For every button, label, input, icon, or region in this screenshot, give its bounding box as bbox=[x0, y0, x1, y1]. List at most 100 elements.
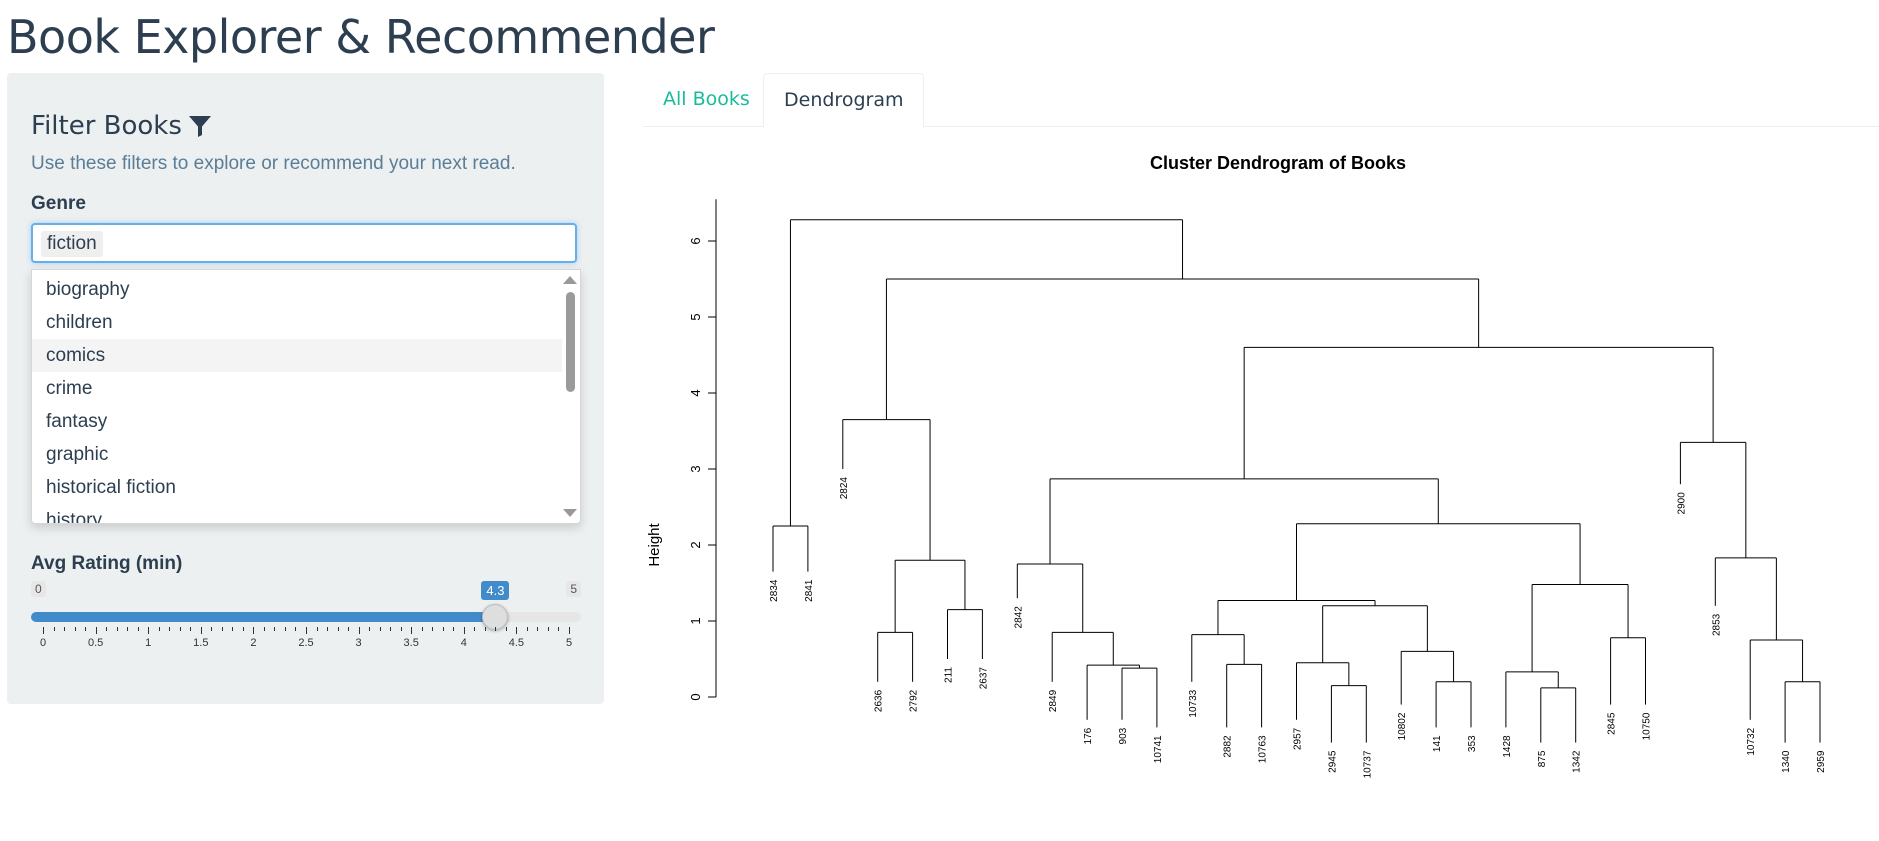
slider-tick-label: 2.5 bbox=[298, 637, 314, 649]
slider-tick-label: 3.5 bbox=[403, 637, 419, 649]
slider-minor-tick bbox=[348, 627, 350, 631]
slider-minor-tick bbox=[526, 627, 528, 631]
slider-tick bbox=[516, 627, 518, 634]
slider-minor-tick bbox=[400, 627, 402, 631]
slider-tick-label: 1 bbox=[145, 637, 152, 649]
leaf-label: 2834 bbox=[769, 579, 780, 602]
slider-tick bbox=[200, 627, 202, 634]
genre-select-input[interactable]: fiction bbox=[31, 223, 577, 263]
filter-description: Use these filters to explore or recommen… bbox=[31, 153, 516, 174]
y-axis-tick-label: 2 bbox=[688, 541, 703, 548]
slider-minor-tick bbox=[547, 627, 549, 631]
slider-tick-label: 1.5 bbox=[193, 637, 209, 649]
slider-minor-tick bbox=[390, 627, 392, 631]
leaf-label: 2849 bbox=[1048, 689, 1059, 712]
slider-tick bbox=[306, 627, 307, 634]
genre-option[interactable]: children bbox=[46, 312, 113, 333]
genre-option[interactable]: comics bbox=[32, 339, 562, 372]
filter-sidebar: Filter Books Use these filters to explor… bbox=[7, 73, 604, 704]
leaf-label: 2959 bbox=[1816, 750, 1827, 773]
leaf-label: 875 bbox=[1537, 750, 1548, 767]
tab-dendrogram[interactable]: Dendrogram bbox=[763, 73, 925, 128]
slider-tick-label: 0 bbox=[39, 637, 47, 649]
slider-minor-tick bbox=[74, 627, 76, 631]
slider-minor-tick bbox=[558, 627, 560, 631]
genre-option[interactable]: crime bbox=[46, 378, 93, 399]
leaf-label: 10802 bbox=[1397, 712, 1408, 740]
slider-tick-label: 2 bbox=[250, 637, 257, 649]
leaf-label: 2845 bbox=[1607, 712, 1618, 735]
slider-tick-label: 0.5 bbox=[87, 637, 104, 649]
scroll-down-arrow-icon[interactable] bbox=[563, 509, 577, 517]
y-axis-tick-label: 4 bbox=[688, 389, 703, 396]
slider-minor-tick bbox=[442, 627, 444, 631]
slider-min-label: 0 bbox=[31, 581, 46, 597]
filter-title-text: Filter Books bbox=[31, 111, 182, 141]
slider-minor-tick bbox=[190, 627, 192, 631]
leaf-label: 2792 bbox=[909, 689, 920, 712]
slider-minor-tick bbox=[432, 627, 434, 631]
slider-tick bbox=[463, 627, 465, 634]
slider-value-label: 4.3 bbox=[481, 581, 510, 600]
slider-minor-tick bbox=[484, 627, 486, 631]
slider-minor-tick bbox=[263, 627, 265, 631]
slider-minor-tick bbox=[474, 627, 476, 631]
rating-label: Avg Rating (min) bbox=[31, 553, 183, 574]
leaf-label: 176 bbox=[1083, 727, 1094, 744]
leaf-label: 2957 bbox=[1293, 727, 1304, 750]
chart-title: Cluster Dendrogram of Books bbox=[1150, 153, 1406, 173]
scroll-up-arrow-icon[interactable] bbox=[563, 276, 577, 284]
slider-minor-tick bbox=[179, 627, 181, 631]
leaf-label: 2900 bbox=[1676, 492, 1687, 515]
slider-minor-tick bbox=[327, 627, 329, 631]
leaf-label: 1342 bbox=[1572, 750, 1583, 773]
genre-option[interactable]: biography bbox=[46, 279, 130, 300]
y-axis-tick-label: 6 bbox=[688, 237, 703, 244]
slider-tick bbox=[358, 627, 360, 634]
slider-tick bbox=[569, 627, 570, 634]
leaf-label: 903 bbox=[1118, 727, 1129, 744]
leaf-label: 2637 bbox=[978, 667, 989, 690]
leaf-label: 1340 bbox=[1781, 750, 1792, 773]
genre-option-list: biography children comics crime fantasy graph… bbox=[32, 273, 580, 524]
slider-minor-tick bbox=[158, 627, 160, 631]
tab-all-books[interactable]: All Books bbox=[663, 88, 750, 110]
y-axis-tick-label: 1 bbox=[688, 617, 703, 624]
genre-option[interactable]: history bbox=[46, 510, 102, 524]
slider-minor-tick bbox=[211, 627, 213, 631]
genre-selected-chip[interactable]: fiction bbox=[41, 231, 103, 257]
genre-option[interactable]: historical fiction bbox=[46, 477, 176, 498]
slider-minor-tick bbox=[221, 627, 223, 631]
leaf-label: 10733 bbox=[1188, 689, 1199, 717]
slider-fill bbox=[31, 612, 496, 622]
slider-minor-tick bbox=[337, 627, 339, 631]
leaf-label: 10750 bbox=[1642, 712, 1653, 740]
genre-dropdown[interactable]: biography children comics crime fantasy graph… bbox=[31, 269, 581, 524]
leaf-label: 211 bbox=[944, 667, 955, 683]
leaf-label: 353 bbox=[1467, 735, 1478, 752]
y-axis-tick-label: 0 bbox=[688, 693, 703, 700]
slider-tick-label: 5 bbox=[565, 637, 573, 649]
slider-minor-tick bbox=[421, 627, 423, 631]
leaf-label: 10737 bbox=[1362, 750, 1373, 778]
dropdown-scrollbar[interactable] bbox=[566, 292, 575, 392]
leaf-label: 2636 bbox=[874, 689, 885, 712]
slider-minor-tick bbox=[116, 627, 118, 631]
slider-minor-tick bbox=[379, 627, 381, 631]
y-axis-tick-label: 3 bbox=[688, 465, 703, 472]
leaf-label: 10732 bbox=[1746, 727, 1757, 755]
slider-minor-tick bbox=[232, 627, 234, 631]
slider-minor-tick bbox=[106, 627, 108, 631]
genre-option[interactable]: fantasy bbox=[46, 411, 108, 432]
genre-label: Genre bbox=[31, 193, 86, 214]
leaf-label: 10741 bbox=[1153, 735, 1164, 763]
slider-minor-tick bbox=[284, 627, 286, 631]
slider-minor-tick bbox=[316, 627, 318, 631]
slider-tick bbox=[253, 627, 255, 634]
leaf-label: 2824 bbox=[839, 477, 850, 500]
filter-icon bbox=[188, 116, 211, 137]
slider-tick bbox=[411, 627, 413, 634]
genre-option[interactable]: graphic bbox=[46, 444, 109, 465]
slider-minor-tick bbox=[242, 627, 244, 631]
